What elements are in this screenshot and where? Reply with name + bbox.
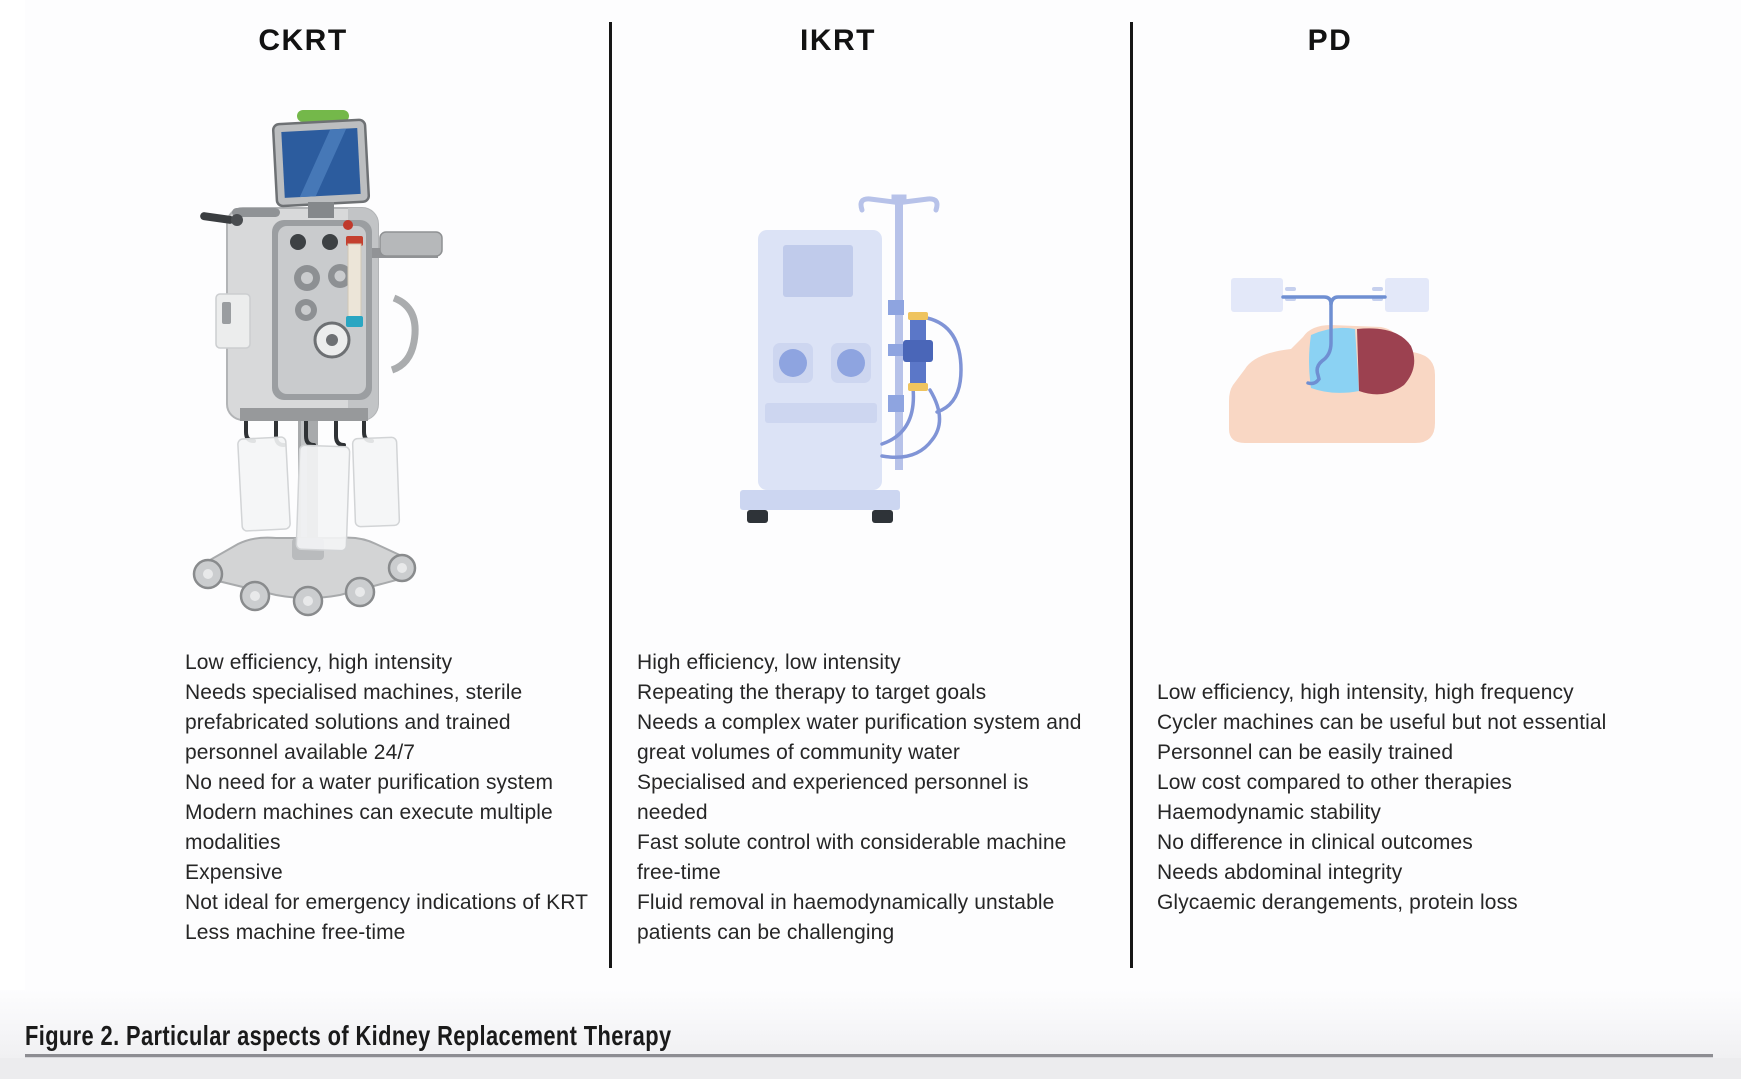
column-header-ckrt: CKRT [258,24,348,57]
hd-dials [773,343,871,383]
column-header-ikrt: IKRT [800,24,876,57]
feature-text-line: prefabricated solutions and trained [185,711,511,734]
figure-caption: Figure 2. Particular aspects of Kidney R… [25,1020,672,1051]
bottom-strip [0,1058,1741,1079]
feature-text-line: modalities [185,831,281,854]
feature-text-line: No need for a water purification system [185,771,554,794]
feature-text-line: personnel available 24/7 [185,741,416,764]
feature-text-line: Expensive [185,861,283,884]
feature-text-line: great volumes of community water [637,741,960,764]
pd-organ [1357,328,1415,395]
hd-iv-pole [895,197,903,470]
hd-blood-tubing [880,316,963,459]
crrt-dialyzer [346,236,363,327]
feature-text-line: Needs specialised machines, sterile [185,681,523,704]
feature-text-line: No difference in clinical outcomes [1157,831,1473,854]
feature-text-line: Glycaemic derangements, protein loss [1157,891,1518,914]
feature-text-line: Fast solute control with considerable ma… [637,831,1067,854]
haemodialysis-machine-illustration [740,194,963,523]
pd-catheter [1281,295,1387,386]
feature-text-line: Fluid removal in haemodynamically unstab… [637,891,1055,914]
hd-base [740,490,900,510]
pd-bag-left [1231,278,1283,312]
caption-rule [25,1054,1713,1058]
feature-text-line: High efficiency, low intensity [637,651,901,674]
hd-dialyzer [903,312,933,391]
crrt-side-tray [379,231,443,257]
hd-slot [765,403,877,423]
crrt-green-handle [297,110,349,122]
crrt-side-pocket [215,293,251,349]
feature-text-line: Low efficiency, high intensity, high fre… [1157,681,1574,704]
pd-feature-list: Low efficiency, high intensity, high fre… [1157,678,1657,918]
left-margin-strip [0,0,25,995]
crrt-machine-illustration [192,110,443,617]
feature-text-line: free-time [637,861,721,884]
feature-text-line: Low cost compared to other therapies [1157,771,1512,794]
column-header-pd: PD [1307,24,1353,57]
feature-text-line: Specialised and experienced personnel is [637,771,1029,794]
feature-text-line: Needs abdominal integrity [1157,861,1403,884]
feature-text-line: needed [637,801,708,824]
column-divider-right [1130,22,1133,968]
feature-text-line: Modern machines can execute multiple [185,801,553,824]
pd-bag-right [1385,278,1429,312]
feature-text-line: Less machine free-time [185,921,406,944]
hd-screen [783,245,853,297]
feature-text-line: Needs a complex water purification syste… [637,711,1082,734]
crrt-monitor [271,118,371,208]
feature-text-line: patients can be challenging [637,921,895,944]
pd-dialysate-fluid [1309,327,1359,393]
feature-text-line: Cycler machines can be useful but not es… [1157,711,1607,734]
crrt-fluid-bags [237,436,401,552]
peritoneal-dialysis-illustration [1229,278,1435,443]
feature-text-line: Low efficiency, high intensity [185,651,453,674]
column-divider-left [609,22,612,968]
feature-text-line: Repeating the therapy to target goals [637,681,987,704]
feature-text-line: Not ideal for emergency indications of K… [185,891,589,914]
caption-band [0,990,1741,1058]
feature-text-line: Personnel can be easily trained [1157,741,1454,764]
feature-text-line: Haemodynamic stability [1157,801,1381,824]
